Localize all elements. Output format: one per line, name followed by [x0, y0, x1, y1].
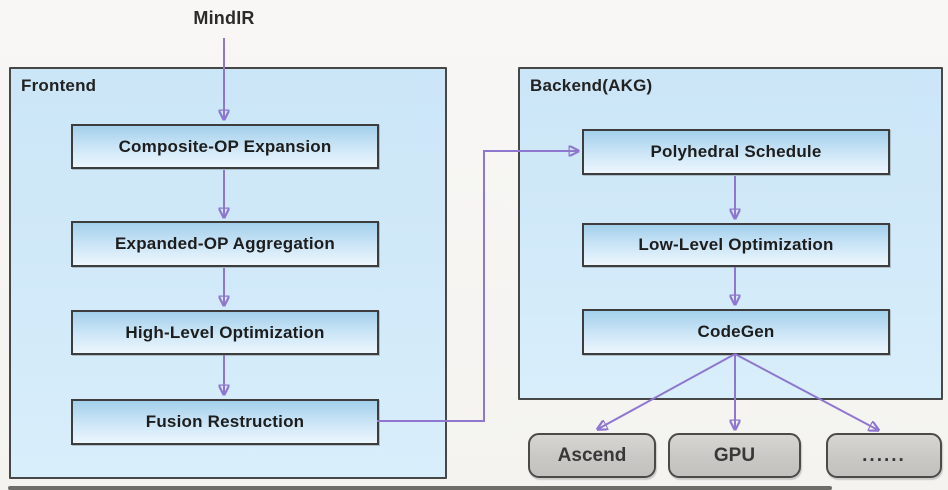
target-others: ......: [826, 433, 942, 478]
node-composite-op-expansion: Composite-OP Expansion: [71, 124, 379, 169]
frontend-container: Frontend Composite-OP Expansion Expanded…: [9, 67, 447, 479]
frontend-title: Frontend: [21, 76, 97, 95]
mindir-label: MindIR: [193, 8, 255, 28]
backend-title: Backend(AKG): [530, 76, 653, 95]
node-polyhedral-schedule: Polyhedral Schedule: [582, 129, 890, 175]
node-high-level-optimization: High-Level Optimization: [71, 310, 379, 355]
target-ascend: Ascend: [528, 433, 656, 478]
node-fusion-restruction: Fusion Restruction: [71, 399, 379, 445]
target-gpu: GPU: [668, 433, 801, 478]
backend-container: Backend(AKG) Polyhedral Schedule Low-Lev…: [518, 67, 943, 400]
node-codegen: CodeGen: [582, 309, 890, 355]
node-expanded-op-aggregation: Expanded-OP Aggregation: [71, 221, 379, 267]
bottom-edge-artifact: [8, 486, 832, 490]
node-low-level-optimization: Low-Level Optimization: [582, 223, 890, 267]
